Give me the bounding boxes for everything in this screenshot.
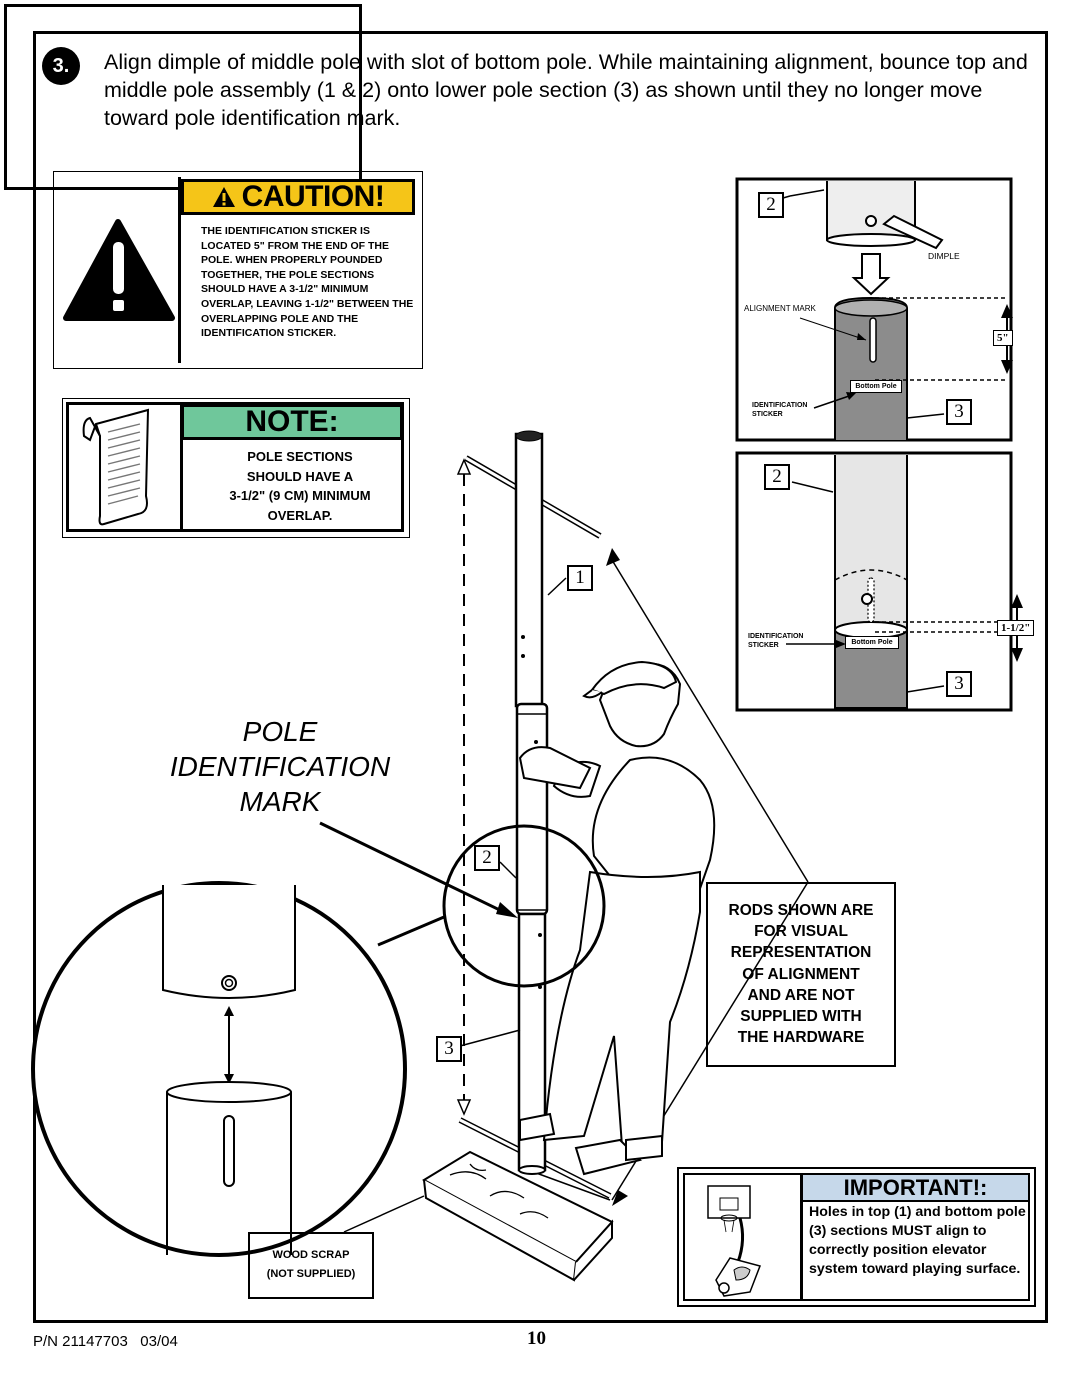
pole-id-line: POLE [242,716,318,747]
note-divider [180,404,183,530]
wood-scrap-label: WOOD SCRAP (NOT SUPPLIED) [248,1232,374,1299]
caution-text: THE IDENTIFICATION STICKER IS LOCATED 5"… [201,225,414,340]
note-header: NOTE: [181,404,403,440]
rods-line: RODS SHOWN ARE [728,902,874,919]
page-frame [33,31,1048,1323]
pole-illustration [514,430,549,1175]
note-line: 3-1/2" (9 CM) MINIMUM [229,488,371,503]
person-illustration [518,660,716,1176]
rods-line: SUPPLIED WITH [740,1008,862,1026]
rods-line: FOR VISUAL [754,923,848,941]
rods-line: AND ARE NOT [747,986,855,1004]
note-line: SHOULD HAVE A [246,468,354,484]
id-sticker-label-top: IDENTIFICATION STICKER [752,401,807,419]
step-instruction: Align dimple of middle pole with slot of… [104,50,1028,130]
important-divider [800,1175,803,1299]
step-number: 3. [52,54,70,77]
alignment-mark-label: ALIGNMENT MARK [744,304,816,313]
pole-id-line: MARK [239,786,321,817]
caution-header: CAUTION! [181,179,415,215]
note-line: OVERLAP. [267,507,333,523]
caution-title: CAUTION! [241,180,385,213]
note-title: NOTE: [245,405,339,438]
rods-line: OF ALIGNMENT [742,965,860,983]
important-header: IMPORTANT!: [803,1175,1028,1202]
pole-identification-label: POLE IDENTIFICATION MARK [150,714,410,819]
callout-top-pole: 1 [567,565,593,591]
important-title: IMPORTANT!: [843,1174,988,1200]
important-text: Holes in top (1) and bottom pole (3) sec… [809,1204,1026,1277]
id-sticker-line: IDENTIFICATION [752,402,808,409]
page-number: 10 [527,1328,546,1349]
important-panel-inner [683,1173,1030,1301]
dimple-label: DIMPLE [928,251,960,261]
note-text: POLE SECTIONS SHOULD HAVE A 3-1/2" (9 CM… [200,447,400,525]
warning-icon [212,187,235,207]
detail-top-label-3: 3 [946,399,972,425]
wood-line: (NOT SUPPLIED) [266,1268,356,1280]
rods-note: RODS SHOWN ARE FOR VISUAL REPRESENTATION… [706,882,896,1067]
callout-bottom-pole: 3 [436,1036,462,1062]
part-number: P/N 21147703 03/04 [33,1333,178,1350]
caution-divider [178,177,181,363]
step-number-badge: 3. [42,47,80,85]
note-panel-inner [66,402,404,532]
id-sticker-line: IDENTIFICATION [748,633,804,640]
measurement-5in: 5" [993,330,1013,346]
detail-bottom-label-2: 2 [764,464,790,490]
id-sticker-label-bottom: IDENTIFICATION STICKER [748,632,803,650]
wood-scrap-illustration [421,1150,614,1282]
id-sticker-line: STICKER [748,642,779,649]
callout-middle-pole: 2 [474,845,500,871]
bottom-pole-sticker-top: Bottom Pole [850,380,902,393]
detail-bottom-label-3: 3 [946,671,972,697]
important-panel [677,1167,1036,1307]
id-sticker-line: STICKER [752,411,783,418]
wood-line: WOOD SCRAP [272,1249,350,1261]
detail-top-label-2: 2 [758,192,784,218]
pole-id-line: IDENTIFICATION [169,751,391,782]
measurement-1-1-2in: 1-1/2" [997,620,1035,636]
caution-panel [53,171,423,369]
note-line: POLE SECTIONS [247,449,353,464]
rods-line: REPRESENTATION [730,944,872,962]
bottom-pole-sticker-bottom: Bottom Pole [845,636,899,649]
magnified-detail-circle [31,881,407,1257]
rods-line: THE HARDWARE [737,1029,865,1047]
note-panel [62,398,410,538]
